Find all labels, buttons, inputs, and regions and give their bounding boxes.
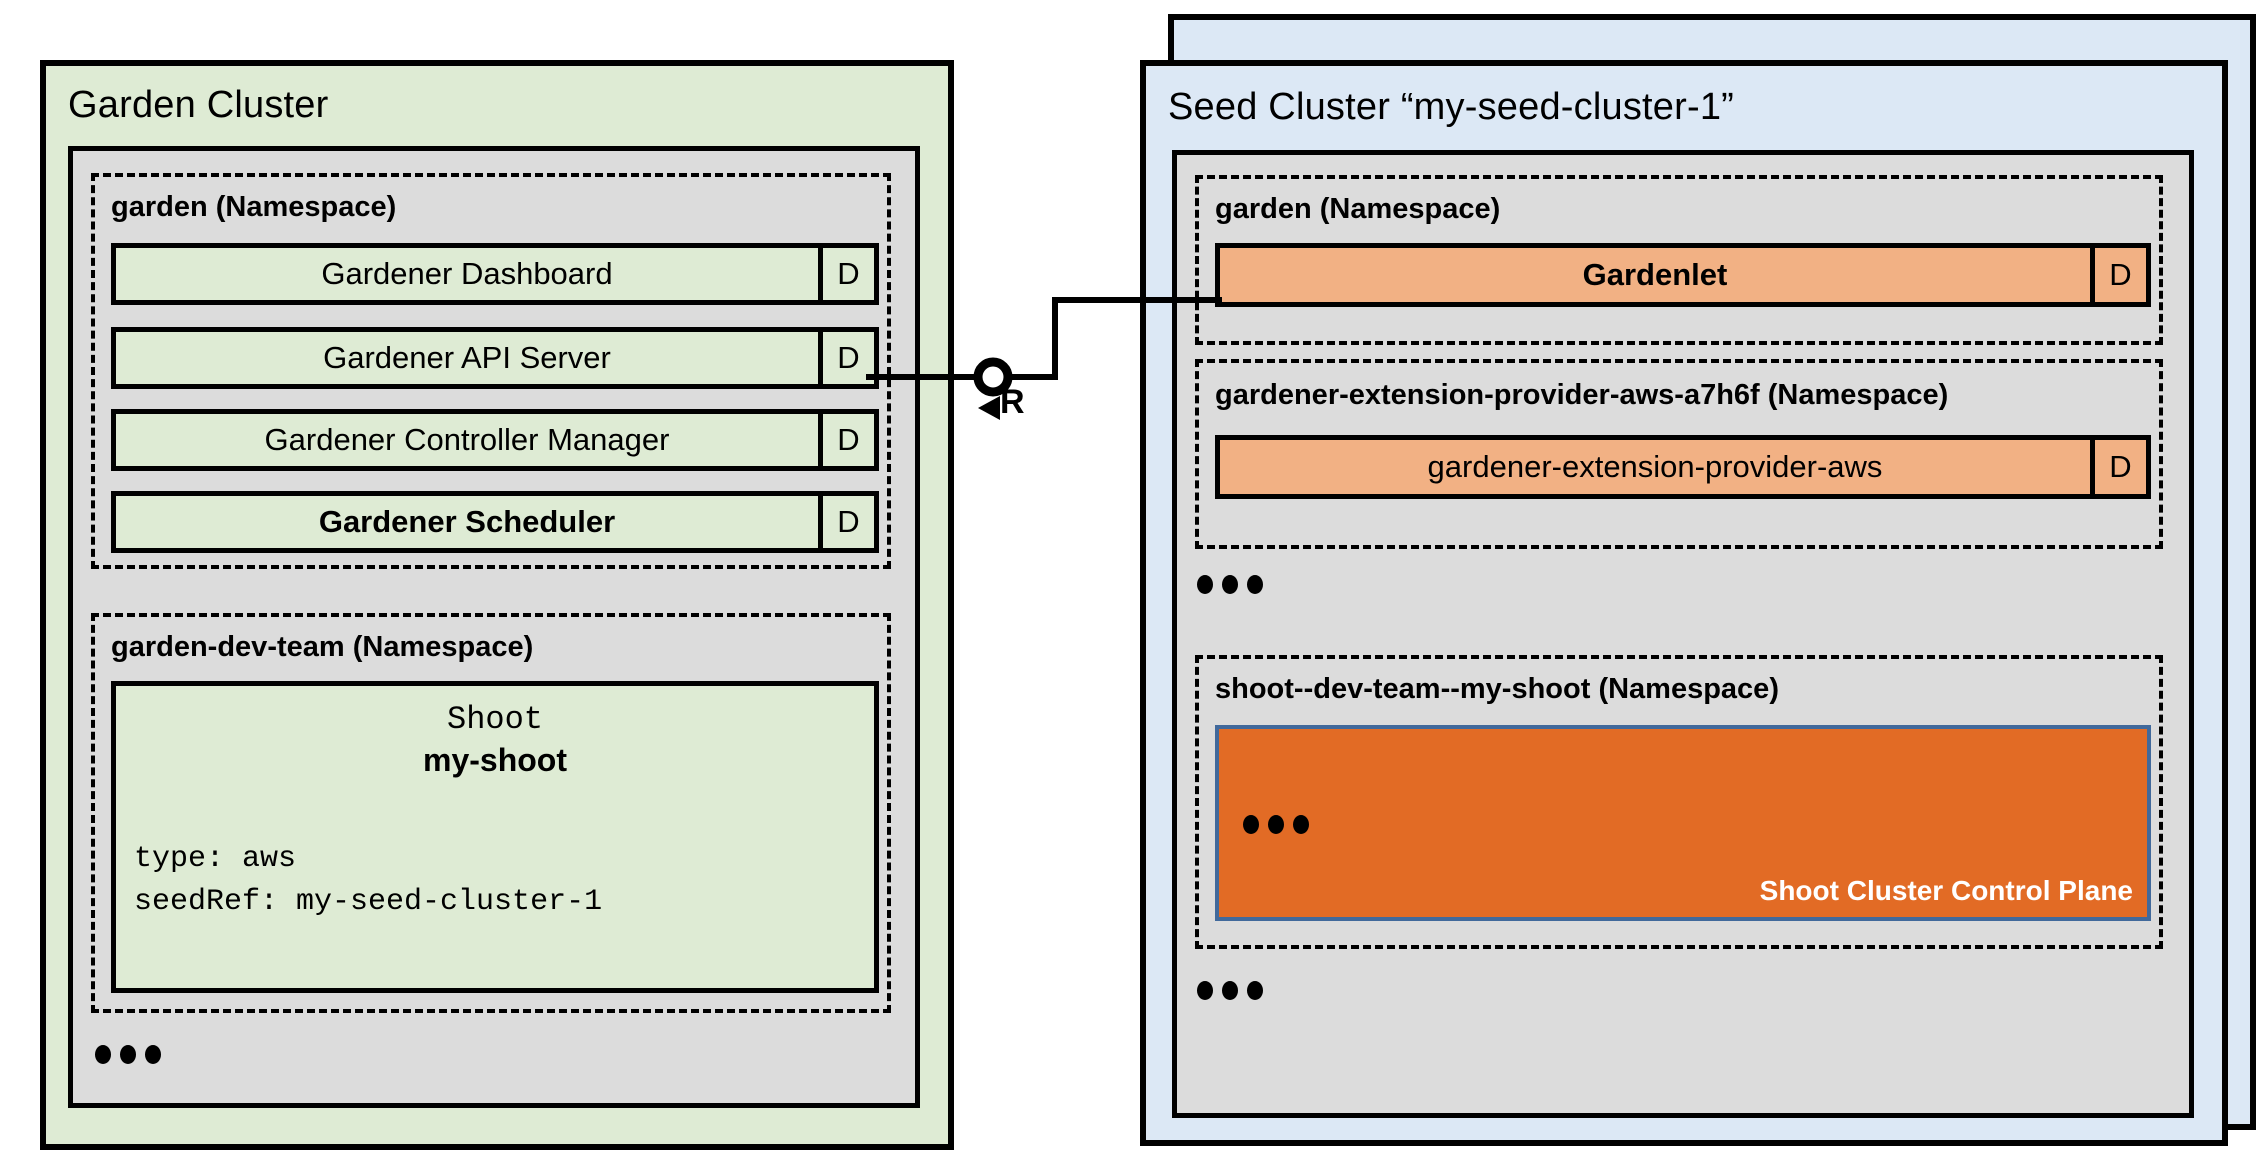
component-gardener-controller-manager-label: Gardener Controller Manager	[116, 414, 818, 466]
dot	[1247, 575, 1263, 594]
shoot-cluster-control-plane-label: Shoot Cluster Control Plane	[1759, 875, 2133, 906]
component-gardener-scheduler-kind: D	[818, 496, 874, 548]
garden-namespace-garden-dev-team-label: garden-dev-team (Namespace)	[111, 631, 534, 663]
component-gardener-api-server[interactable]: Gardener API Server D	[111, 327, 879, 389]
component-gardener-dashboard-label: Gardener Dashboard	[116, 248, 818, 300]
shoot-resource-card[interactable]: Shoot my-shoot type: aws seedRef: my-see…	[111, 681, 879, 993]
seed-namespace-garden-label: garden (Namespace)	[1215, 193, 1501, 225]
garden-cluster: Garden Cluster garden (Namespace) Garden…	[40, 60, 954, 1150]
component-gardenlet-label: Gardenlet	[1220, 248, 2090, 302]
shoot-resource-spec-type: type: aws	[134, 841, 297, 876]
garden-namespace-garden: garden (Namespace) Gardener Dashboard D …	[91, 173, 891, 569]
dot	[1222, 981, 1238, 1000]
seed-more-indicator-bottom	[1197, 981, 1263, 1000]
component-gardener-dashboard[interactable]: Gardener Dashboard D	[111, 243, 879, 305]
component-gardener-extension-provider-aws-label: gardener-extension-provider-aws	[1220, 440, 2090, 494]
garden-namespace-garden-label: garden (Namespace)	[111, 191, 397, 223]
component-gardener-extension-provider-aws-kind: D	[2090, 440, 2146, 494]
seed-namespace-garden: garden (Namespace) Gardenlet D	[1195, 175, 2163, 345]
seed-namespace-shoot-dev-team-my-shoot: shoot--dev-team--my-shoot (Namespace) Sh…	[1195, 655, 2163, 949]
dot	[1222, 575, 1238, 594]
component-gardenlet[interactable]: Gardenlet D	[1215, 243, 2151, 307]
garden-cluster-title: Garden Cluster	[68, 84, 329, 126]
shoot-resource-kind: Shoot	[446, 701, 543, 738]
garden-cluster-namespace-panel: garden (Namespace) Gardener Dashboard D …	[68, 146, 920, 1108]
garden-namespace-garden-dev-team: garden-dev-team (Namespace) Shoot my-sho…	[91, 613, 891, 1013]
dot	[120, 1045, 136, 1064]
component-gardener-api-server-label: Gardener API Server	[116, 332, 818, 384]
component-gardener-scheduler[interactable]: Gardener Scheduler D	[111, 491, 879, 553]
dot	[1243, 815, 1259, 834]
component-gardener-extension-provider-aws[interactable]: gardener-extension-provider-aws D	[1215, 435, 2151, 499]
connector-relation-label: R	[1000, 385, 1025, 419]
seed-more-indicator-middle	[1197, 575, 1263, 594]
seed-cluster-namespace-panel: garden (Namespace) Gardenlet D gardener-…	[1172, 150, 2194, 1118]
shoot-resource-name: my-shoot	[423, 742, 567, 778]
dot	[1197, 575, 1213, 594]
seed-cluster: Seed Cluster “my-seed-cluster-1” garden …	[1140, 60, 2228, 1146]
control-plane-more-indicator	[1243, 815, 1309, 834]
garden-more-indicator	[95, 1045, 161, 1064]
seed-namespace-extension-provider-aws: gardener-extension-provider-aws-a7h6f (N…	[1195, 359, 2163, 549]
dot	[1197, 981, 1213, 1000]
dot	[1247, 981, 1263, 1000]
component-gardenlet-kind: D	[2090, 248, 2146, 302]
component-gardener-api-server-kind: D	[818, 332, 874, 384]
component-gardener-scheduler-label: Gardener Scheduler	[116, 496, 818, 548]
seed-cluster-title: Seed Cluster “my-seed-cluster-1”	[1168, 86, 1735, 128]
component-gardener-controller-manager[interactable]: Gardener Controller Manager D	[111, 409, 879, 471]
shoot-resource-spec-seedref: seedRef: my-seed-cluster-1	[134, 885, 603, 920]
dot	[1293, 815, 1309, 834]
seed-namespace-extension-provider-aws-label: gardener-extension-provider-aws-a7h6f (N…	[1215, 379, 1949, 411]
dot	[95, 1045, 111, 1064]
component-gardener-controller-manager-kind: D	[818, 414, 874, 466]
seed-namespace-shoot-dev-team-my-shoot-label: shoot--dev-team--my-shoot (Namespace)	[1215, 673, 1779, 705]
shoot-cluster-control-plane[interactable]: Shoot Cluster Control Plane	[1215, 725, 2151, 921]
component-gardener-dashboard-kind: D	[818, 248, 874, 300]
connector-relation-label-text: R	[1000, 383, 1025, 421]
dot	[145, 1045, 161, 1064]
dot	[1268, 815, 1284, 834]
